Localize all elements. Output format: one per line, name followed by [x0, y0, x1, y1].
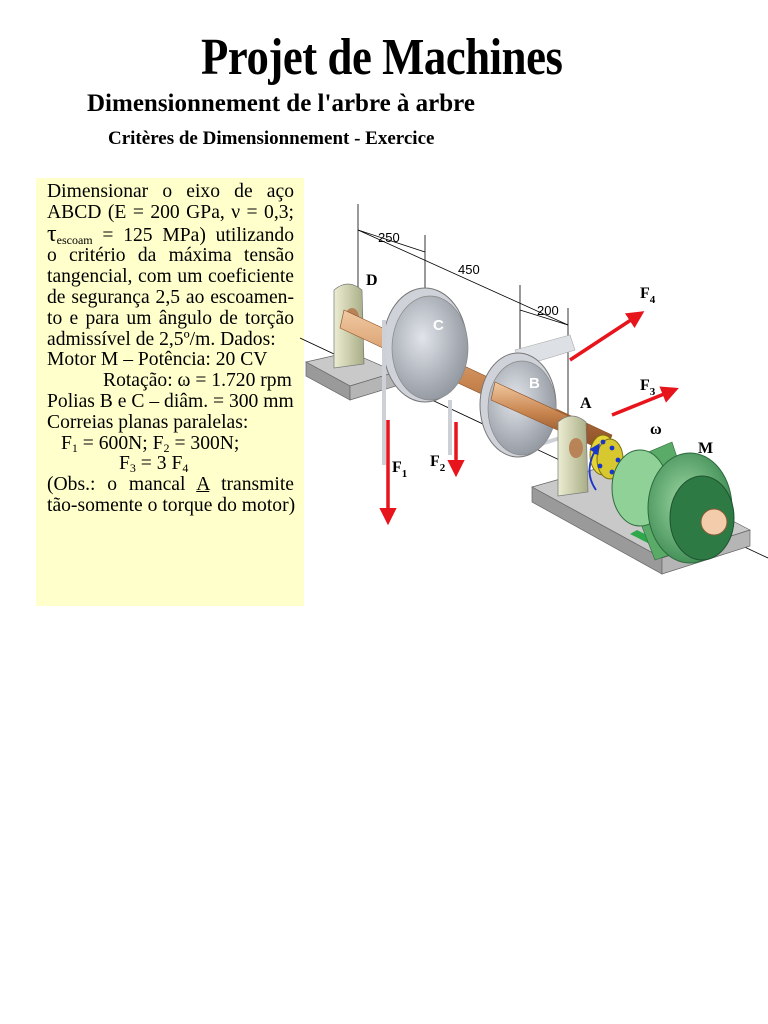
force-subscript: 2	[163, 440, 170, 455]
problem-line-tau: τescoam = 125 MPa) utilizando	[47, 220, 294, 247]
force-value: = 300N;	[169, 432, 240, 454]
tau-symbol: τ	[47, 220, 57, 247]
pulley-B-label: B	[529, 375, 540, 392]
bearing-D-label: D	[366, 272, 378, 289]
problem-line: de segurança 2,5 ao escoamen-	[47, 286, 294, 308]
shaft-diagram: 250 450 200 C B	[300, 204, 768, 575]
obs-text: transmite	[209, 474, 294, 496]
force-arrows	[379, 311, 679, 526]
tau-value: = 125 MPa) utilizando	[92, 224, 294, 246]
problem-line: Motor M – Potência: 20 CV	[47, 349, 268, 371]
problem-line: Rotação: ω = 1.720 rpm	[103, 370, 292, 392]
bearing-ref: A	[196, 474, 210, 496]
force-subscript: 1	[71, 440, 78, 455]
force-subscript: 4	[182, 461, 189, 476]
dimension-200: 200	[537, 303, 559, 318]
rotation-arrow	[588, 443, 600, 491]
pulley-C	[382, 287, 469, 465]
dimension-250: 250	[378, 230, 400, 245]
motor-M-label: M	[698, 440, 713, 457]
section-title: Critères de Dimensionnement - Exercice	[108, 128, 435, 149]
problem-line: tão-somente o torque do motor)	[47, 494, 296, 516]
problem-line: Correias planas paralelas:	[47, 411, 249, 433]
problem-line: Polias B e C – diâm. = 300 mm	[47, 390, 294, 412]
force-F4-label: F4	[640, 285, 656, 306]
page-subtitle: Dimensionnement de l'arbre à arbre	[87, 90, 475, 117]
problem-line: tangencial, com um coeficiente	[47, 266, 294, 288]
motor-M	[611, 441, 735, 564]
problem-line: admissível de 2,5º/m. Dados:	[47, 328, 276, 350]
problem-line-forces: F3 = 3 F4	[47, 453, 294, 476]
problem-line: Dimensionar o eixo de aço	[47, 181, 294, 202]
force-symbol: F	[119, 453, 130, 475]
pulley-C-label: C	[433, 317, 444, 334]
obs-text: (Obs.: o mancal	[47, 474, 197, 496]
omega-label: ω	[650, 421, 662, 438]
problem-line: o critério da máxima tensão	[47, 245, 294, 267]
bearing-A-label: A	[580, 395, 592, 412]
dimension-450: 450	[458, 262, 480, 277]
force-symbol: F	[61, 432, 72, 454]
problem-statement-box: Dimensionar o eixo de aço ABCD (E = 200 …	[36, 178, 304, 606]
force-value: = 600N; F	[77, 432, 164, 454]
force-F2-label: F2	[430, 453, 446, 474]
force-F3-label: F3	[640, 377, 656, 398]
problem-line-obs: (Obs.: o mancal A transmite	[47, 474, 294, 496]
problem-line-forces: F1 = 600N; F2 = 300N;	[47, 432, 294, 455]
bearing-A	[557, 415, 589, 497]
force-subscript: 3	[129, 461, 136, 476]
force-F1-label: F1	[392, 459, 407, 480]
tau-subscript: escoam	[56, 232, 93, 247]
problem-line: to e para um ângulo de torção	[47, 307, 294, 329]
problem-line: ABCD (E = 200 GPa, ν = 0,3;	[47, 201, 294, 223]
page-title: Projet de Machines	[200, 29, 563, 86]
force-value: = 3 F	[135, 453, 183, 475]
